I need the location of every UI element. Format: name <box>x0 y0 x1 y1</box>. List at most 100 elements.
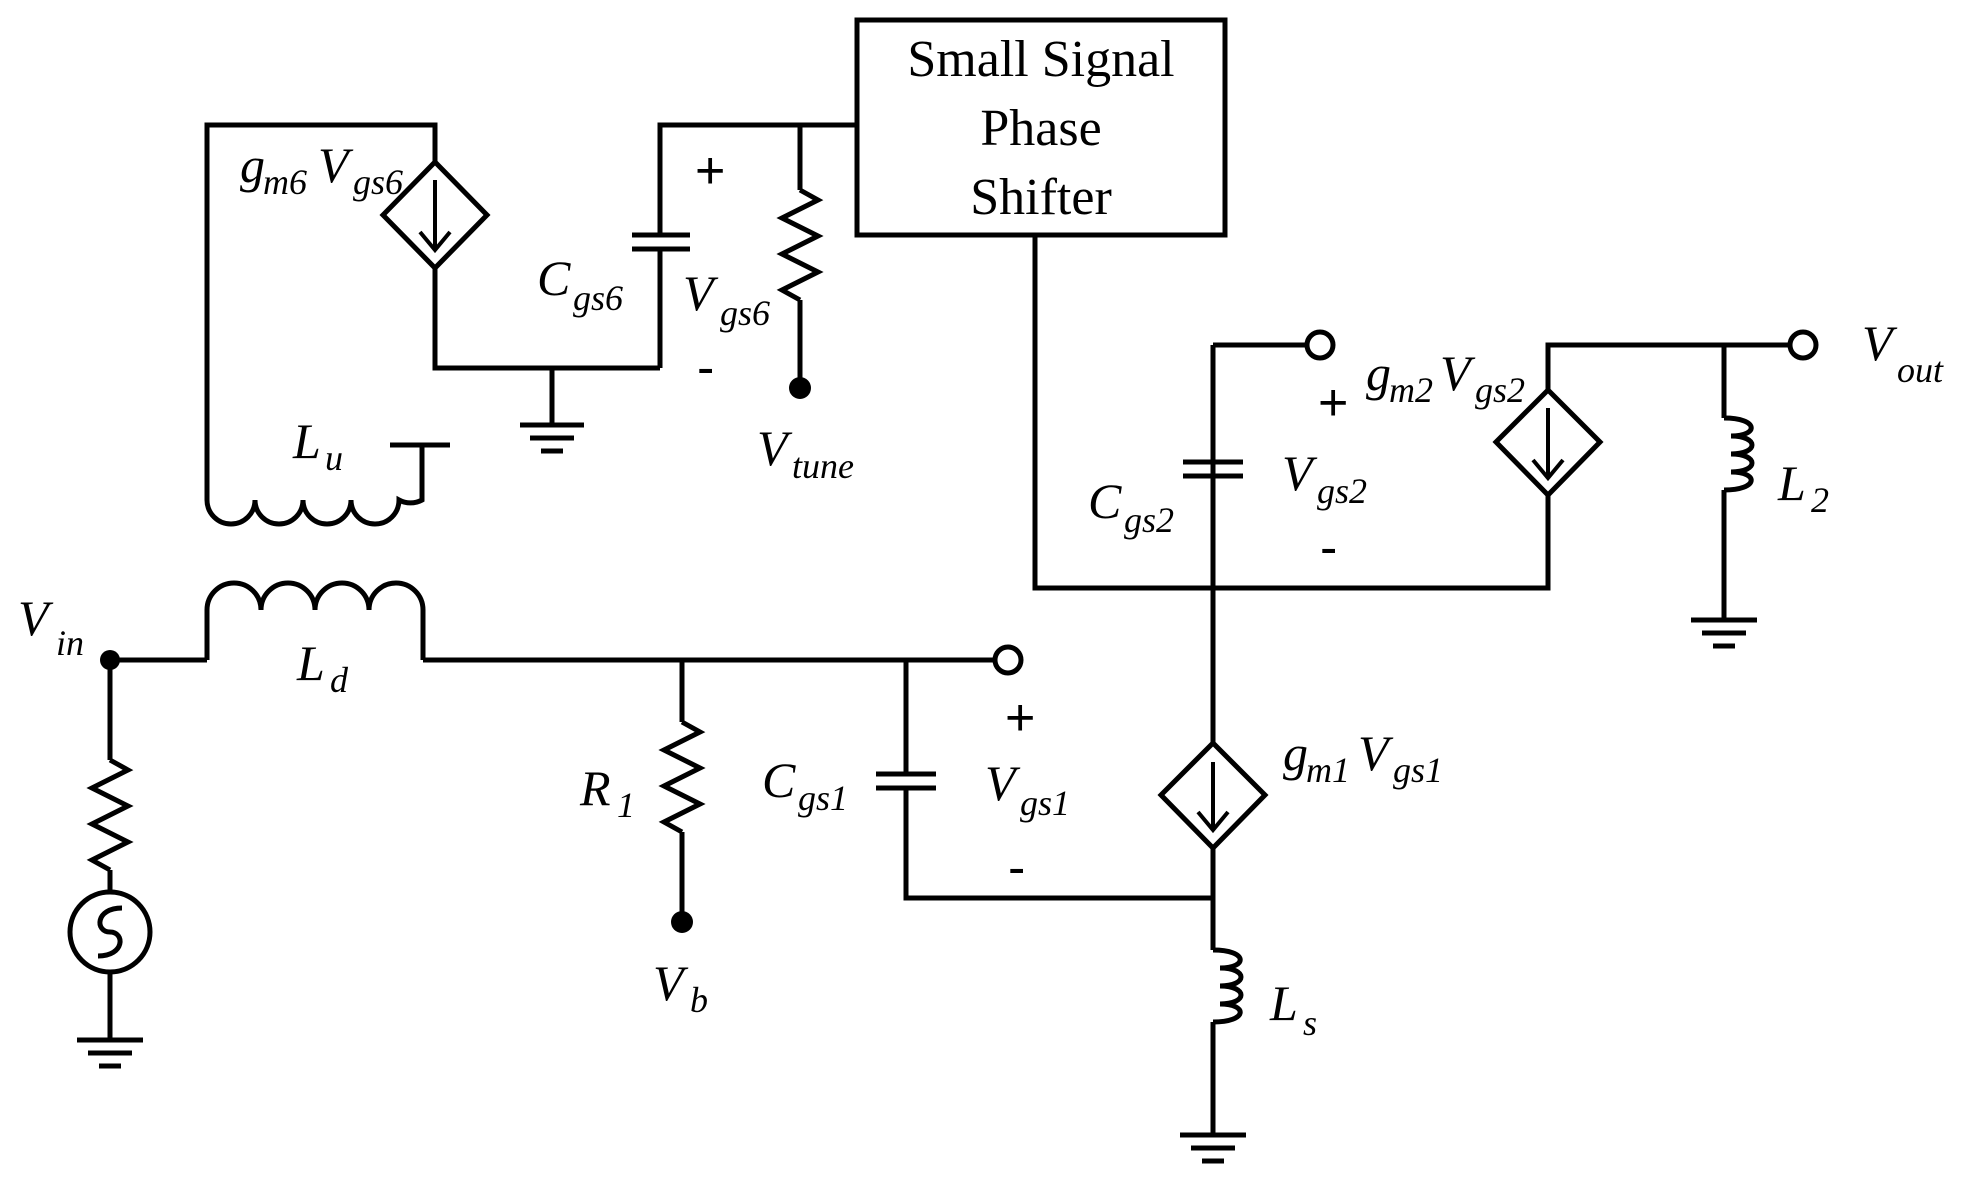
phase-shifter-label-line3: Shifter <box>970 169 1112 226</box>
phase-shifter-block: Small Signal Phase Shifter <box>854 17 1228 238</box>
vgs1-plus-sign: + <box>1005 689 1035 747</box>
svg-text:s: s <box>1303 1003 1317 1043</box>
ground-symbol-l2 <box>1691 617 1757 649</box>
svg-text:2: 2 <box>1811 480 1829 520</box>
cgs2-capacitor <box>1183 459 1243 479</box>
svg-text:gs1: gs1 <box>1020 783 1070 823</box>
label-gm1-vgs1: g m1 V gs1 <box>1283 725 1443 790</box>
svg-text:V: V <box>1440 345 1476 401</box>
phase-shifter-label-line1: Small Signal <box>907 31 1174 88</box>
svg-text:L: L <box>1777 455 1806 511</box>
svg-text:gs6: gs6 <box>353 162 403 202</box>
phase-shifter-label-line2: Phase <box>980 100 1101 157</box>
vgs2-plus-sign: + <box>1318 374 1348 432</box>
label-r1: R 1 <box>579 760 635 825</box>
label-vin: V in <box>18 590 84 663</box>
svg-text:C: C <box>537 250 571 306</box>
svg-text:g: g <box>1283 725 1308 781</box>
svg-text:V: V <box>985 755 1021 811</box>
svg-text:V: V <box>683 265 719 321</box>
ground-symbol-ls <box>1180 1132 1246 1164</box>
svg-text:out: out <box>1897 350 1944 390</box>
vout-terminal <box>1787 329 1819 361</box>
wire-gm2-output <box>1545 342 1790 390</box>
l2-inductor <box>1723 415 1755 493</box>
vgs6-plus-sign: + <box>695 142 725 200</box>
vgs1-minus-sign: - <box>1008 839 1025 897</box>
gm6-current-source <box>379 158 491 272</box>
vtune-node <box>789 377 811 399</box>
label-cgs2: C gs2 <box>1088 473 1174 540</box>
wire-cgs6 <box>657 122 857 368</box>
label-cgs6: C gs6 <box>537 250 623 318</box>
label-vb: V b <box>653 955 708 1020</box>
svg-text:g: g <box>1366 345 1391 401</box>
label-vgs1: V gs1 <box>985 755 1070 823</box>
svg-text:gs2: gs2 <box>1317 471 1367 511</box>
label-lu: L u <box>292 413 343 478</box>
svg-text:gs6: gs6 <box>720 293 770 333</box>
svg-text:gs1: gs1 <box>798 778 848 818</box>
svg-text:gs1: gs1 <box>1393 750 1443 790</box>
svg-text:V: V <box>318 137 354 193</box>
svg-text:V: V <box>653 955 689 1011</box>
svg-text:d: d <box>330 660 349 700</box>
label-vgs6: V gs6 <box>683 265 770 333</box>
svg-text:C: C <box>1088 473 1122 529</box>
svg-text:gs2: gs2 <box>1124 500 1174 540</box>
vgs2-minus-sign: - <box>1320 519 1337 577</box>
input-network <box>67 580 426 1069</box>
svg-text:b: b <box>690 980 708 1020</box>
label-gm2-vgs2: g m2 V gs2 <box>1366 345 1525 410</box>
svg-text:V: V <box>757 420 793 476</box>
svg-text:m6: m6 <box>263 162 307 202</box>
wire-gm6-loop <box>204 122 438 500</box>
svg-text:V: V <box>1862 315 1898 371</box>
label-vout: V out <box>1862 315 1944 390</box>
svg-text:gs2: gs2 <box>1475 370 1525 410</box>
svg-text:gs6: gs6 <box>573 278 623 318</box>
m1-branch <box>1157 345 1269 1164</box>
svg-text:L: L <box>1269 975 1298 1031</box>
cgs6-capacitor <box>632 232 690 252</box>
label-gm6-vgs6: g m6 V gs6 <box>240 137 403 202</box>
svg-text:g: g <box>240 137 265 193</box>
label-l2: L 2 <box>1777 455 1829 520</box>
r1-branch <box>658 660 706 933</box>
label-cgs1: C gs1 <box>762 752 848 818</box>
upper-bias-network <box>204 122 857 500</box>
vgs2-plus-terminal <box>1304 329 1336 361</box>
label-ld: L d <box>296 635 349 700</box>
svg-text:V: V <box>1282 445 1318 501</box>
ls-inductor <box>1212 947 1244 1025</box>
svg-text:V: V <box>18 590 54 646</box>
svg-text:tune: tune <box>792 446 854 486</box>
svg-text:C: C <box>762 752 796 808</box>
svg-text:m2: m2 <box>1389 370 1433 410</box>
wire-gm6-ground <box>432 268 660 371</box>
vgs6-minus-sign: - <box>697 339 714 397</box>
cgs1-branch <box>876 660 1213 901</box>
source-resistor <box>86 757 134 873</box>
ground-symbol-top <box>520 368 584 454</box>
svg-text:V: V <box>1358 725 1394 781</box>
svg-text:L: L <box>296 635 325 691</box>
rtune-resistor <box>776 187 824 303</box>
m2-branch <box>1032 235 1819 649</box>
svg-text:L: L <box>292 413 321 469</box>
ground-symbol-source <box>77 1037 143 1069</box>
gm2-current-source <box>1492 386 1604 499</box>
ac-source <box>67 889 153 975</box>
svg-text:m1: m1 <box>1306 750 1350 790</box>
label-ls: L s <box>1269 975 1317 1043</box>
cgs1-capacitor <box>876 771 936 791</box>
wire-phase-shifter-out <box>1032 235 1551 591</box>
lu-inductor <box>204 442 450 527</box>
vb-node <box>671 911 693 933</box>
gm1-current-source <box>1157 739 1269 852</box>
svg-text:1: 1 <box>617 785 635 825</box>
vgs1-plus-terminal <box>992 644 1024 676</box>
r1-resistor <box>658 719 706 835</box>
